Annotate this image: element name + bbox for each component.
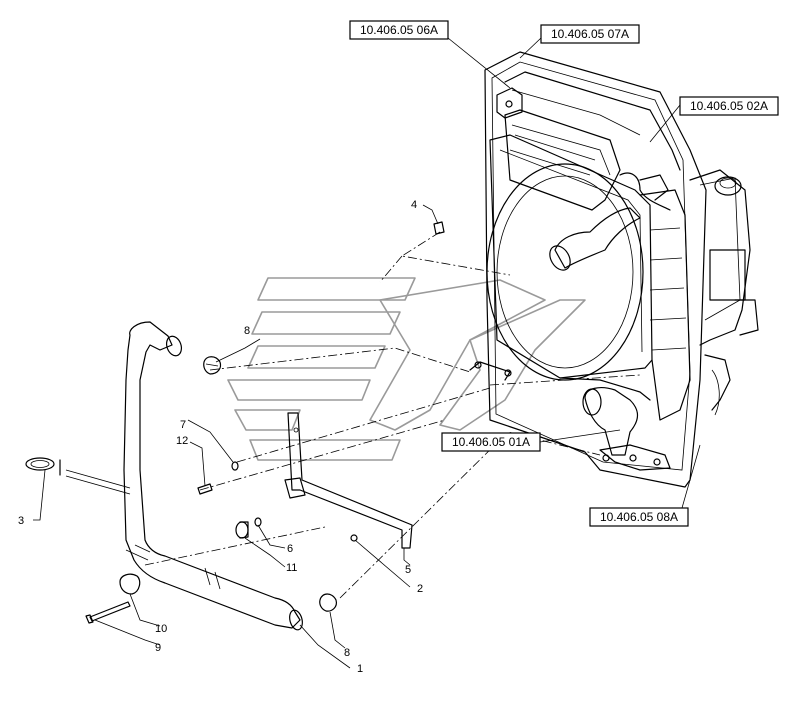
reference-02a[interactable]: 10.406.05 02A: [679, 96, 779, 116]
callout-11: 11: [286, 562, 297, 574]
callout-3: 3: [18, 515, 24, 527]
callout-6: 6: [287, 543, 293, 555]
reference-06a-label: 10.406.05 06A: [360, 23, 438, 37]
callout-5: 5: [405, 564, 411, 576]
leader-lines: [33, 37, 701, 669]
callout-10: 10: [155, 623, 167, 635]
clamps-and-hardware: [25, 221, 445, 624]
reference-07a-label: 10.406.05 07A: [551, 27, 629, 41]
cooling-pack-assembly: [469, 51, 759, 488]
callout-9: 9: [155, 642, 161, 654]
callout-8-upper: 8: [244, 325, 250, 337]
callout-12: 12: [176, 435, 188, 447]
reference-07a[interactable]: 10.406.05 07A: [540, 24, 640, 44]
watermark-logo: [227, 277, 586, 461]
callout-2: 2: [417, 583, 423, 595]
reference-06a[interactable]: 10.406.05 06A: [349, 20, 449, 40]
reference-08a[interactable]: 10.406.05 08A: [589, 507, 689, 527]
callout-8-lower: 8: [344, 647, 350, 659]
callout-4: 4: [411, 199, 417, 211]
hose-pipe: [123, 321, 303, 631]
reference-01a-label: 10.406.05 01A: [452, 435, 530, 449]
reference-08a-label: 10.406.05 08A: [600, 510, 678, 524]
callout-numbers: 4 8 7 12 3 6 11 5 2 8 10 9 1: [18, 199, 423, 675]
assembly-lines: [144, 231, 641, 599]
reference-01a[interactable]: 10.406.05 01A: [441, 432, 541, 452]
callout-7: 7: [180, 419, 186, 431]
reference-02a-label: 10.406.05 02A: [690, 99, 768, 113]
callout-1: 1: [357, 663, 363, 675]
